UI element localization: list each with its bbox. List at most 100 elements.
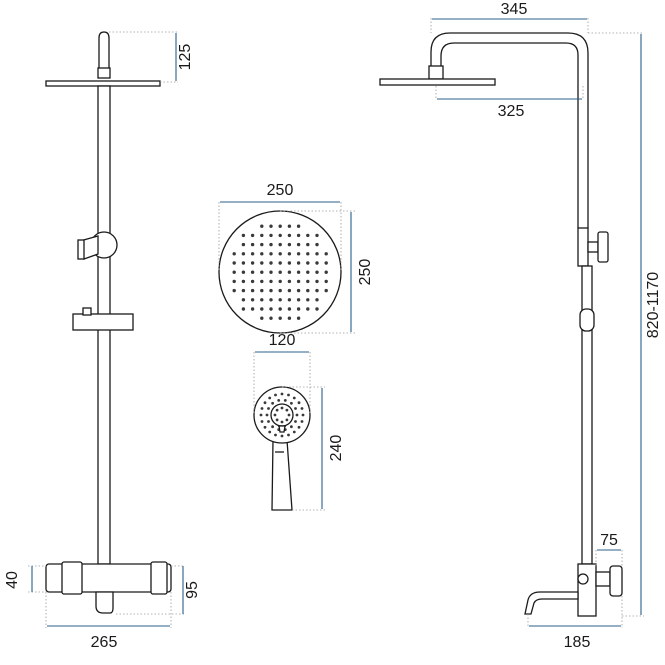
nozzle-dot: [250, 261, 255, 265]
nozzle-dot: [269, 307, 273, 311]
nozzle-dot: [278, 316, 282, 320]
nozzle-dot: [278, 252, 282, 256]
nozzle-dot: [315, 288, 319, 293]
nozzle-dot: [306, 288, 310, 293]
hand-shower: [253, 386, 311, 511]
nozzle-dot: [271, 401, 274, 405]
nozzle-dot: [287, 393, 290, 397]
nozzle-dot: [278, 298, 282, 302]
nozzle-dot: [300, 420, 304, 423]
nozzle-dot: [278, 270, 282, 274]
nozzle-dot: [292, 430, 296, 434]
nozzle-dot: [250, 307, 255, 311]
nozzle-dot: [263, 401, 267, 405]
nozzle-dot: [278, 224, 282, 228]
nozzle-dot: [283, 399, 287, 402]
nozzle-dot: [268, 430, 272, 434]
nozzle-dot: [315, 252, 319, 256]
nozzle-dot: [269, 270, 273, 274]
nozzle-dot: [260, 242, 264, 247]
nozzle-dot: [271, 425, 274, 429]
nozzle-dot: [269, 233, 273, 238]
nozzle-dot: [287, 270, 292, 274]
nozzle-dot: [241, 288, 246, 293]
nozzle-dot: [260, 233, 264, 238]
nozzle-dot: [306, 270, 310, 274]
nozzle-dot: [296, 307, 301, 311]
nozzle-dot: [297, 401, 301, 405]
nozzle-dot: [296, 261, 301, 265]
front-view-shower-column: [45, 31, 172, 614]
spout-depth-label: 75: [600, 532, 618, 549]
nozzle-dot: [306, 233, 310, 238]
nozzle-dot: [241, 252, 246, 256]
nozzle-dot: [250, 252, 255, 256]
nozzle-dot: [260, 288, 264, 293]
nozzle-dot: [263, 425, 267, 429]
nozzle-dot: [287, 261, 292, 265]
nozzle-dot: [315, 298, 319, 302]
nozzle-dot: [287, 433, 290, 437]
nozzle-dot: [300, 407, 304, 410]
nozzle-dot: [260, 420, 264, 423]
nozzle-dot: [241, 242, 246, 247]
nozzle-dot: [287, 242, 292, 247]
nozzle-dot: [250, 298, 255, 302]
nozzle-dot: [315, 242, 319, 247]
spout-length-label: 185: [564, 634, 591, 651]
nozzle-dot: [250, 233, 255, 238]
nozzle-dot: [274, 433, 277, 437]
nozzle-dot: [268, 396, 272, 400]
nozzle-dot: [315, 233, 319, 238]
rain-head-width-label: 250: [267, 182, 294, 199]
nozzle-dot: [260, 261, 264, 265]
nozzle-dot: [260, 270, 264, 274]
nozzle-dot: [295, 413, 299, 417]
nozzle-dot: [265, 413, 269, 417]
nozzle-dot: [294, 407, 297, 410]
nozzle-dot: [306, 242, 310, 247]
nozzle-dot: [324, 252, 328, 256]
nozzle-dot: [232, 270, 236, 274]
nozzle-dot: [296, 288, 301, 293]
nozzle-dot: [232, 288, 236, 293]
rain-head-height-label: 250: [357, 259, 374, 286]
nozzle-dot: [241, 270, 246, 274]
side-view-dimension-lines: [432, 18, 642, 627]
nozzle-dot: [280, 406, 284, 410]
nozzle-dot: [324, 279, 328, 284]
total-height-label: 820-1170: [645, 272, 662, 339]
nozzle-dot: [232, 279, 236, 284]
nozzle-dot: [250, 279, 255, 284]
nozzle-dot: [287, 307, 292, 311]
nozzle-dot: [324, 288, 328, 293]
rain-head-extension-lines: [218, 202, 357, 334]
nozzle-dot: [260, 307, 264, 311]
nozzle-dot: [315, 270, 319, 274]
mixer-depth-label: 40: [4, 571, 21, 589]
nozzle-dot: [278, 233, 282, 238]
nozzle-dot: [267, 420, 270, 423]
nozzle-dot: [294, 420, 297, 423]
nozzle-dot: [287, 316, 292, 320]
nozzle-dot: [301, 413, 305, 417]
nozzle-dot: [269, 316, 273, 320]
nozzle-dot: [232, 252, 236, 256]
nozzle-dot: [274, 393, 277, 397]
nozzle-dot: [260, 279, 264, 284]
nozzle-dot: [250, 288, 255, 293]
rain-head-nozzles: [232, 224, 328, 320]
nozzle-dot: [280, 392, 284, 396]
rain-head-dimension-lines: [220, 201, 352, 332]
nozzle-dot: [275, 418, 279, 422]
nozzle-dot: [269, 224, 273, 228]
nozzle-dot: [296, 279, 301, 284]
nozzle-dot: [287, 413, 291, 417]
nozzle-dot: [259, 413, 263, 417]
mixer-height-label: 95: [184, 581, 201, 599]
nozzle-dot: [296, 233, 301, 238]
nozzle-dot: [287, 288, 292, 293]
side-view-extension-lines: [430, 18, 644, 628]
nozzle-dot: [260, 316, 264, 320]
